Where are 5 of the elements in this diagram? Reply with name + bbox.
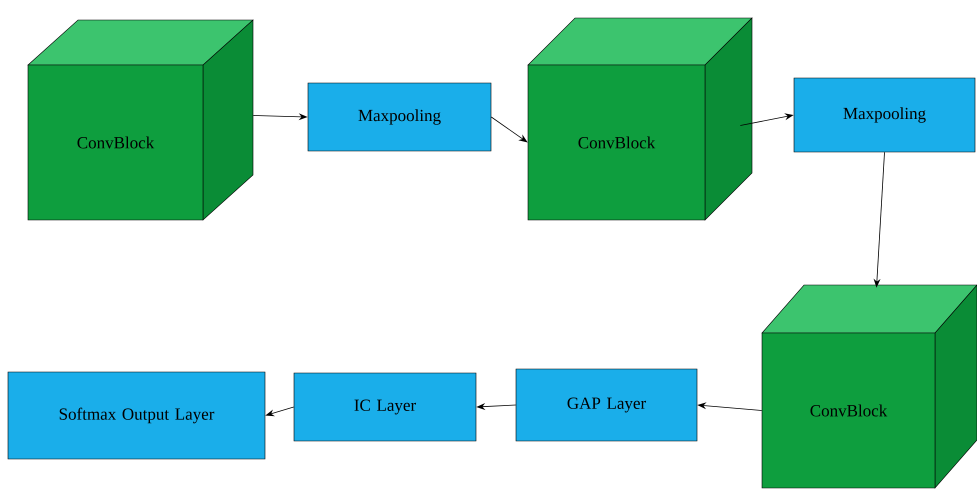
process-box: Maxpooling <box>794 78 976 152</box>
process-box: GAP Layer <box>516 368 698 442</box>
process-box: IC Layer <box>294 372 476 442</box>
process-box: Maxpooling <box>308 82 492 152</box>
process-box: Softmax Output Layer <box>8 372 266 460</box>
